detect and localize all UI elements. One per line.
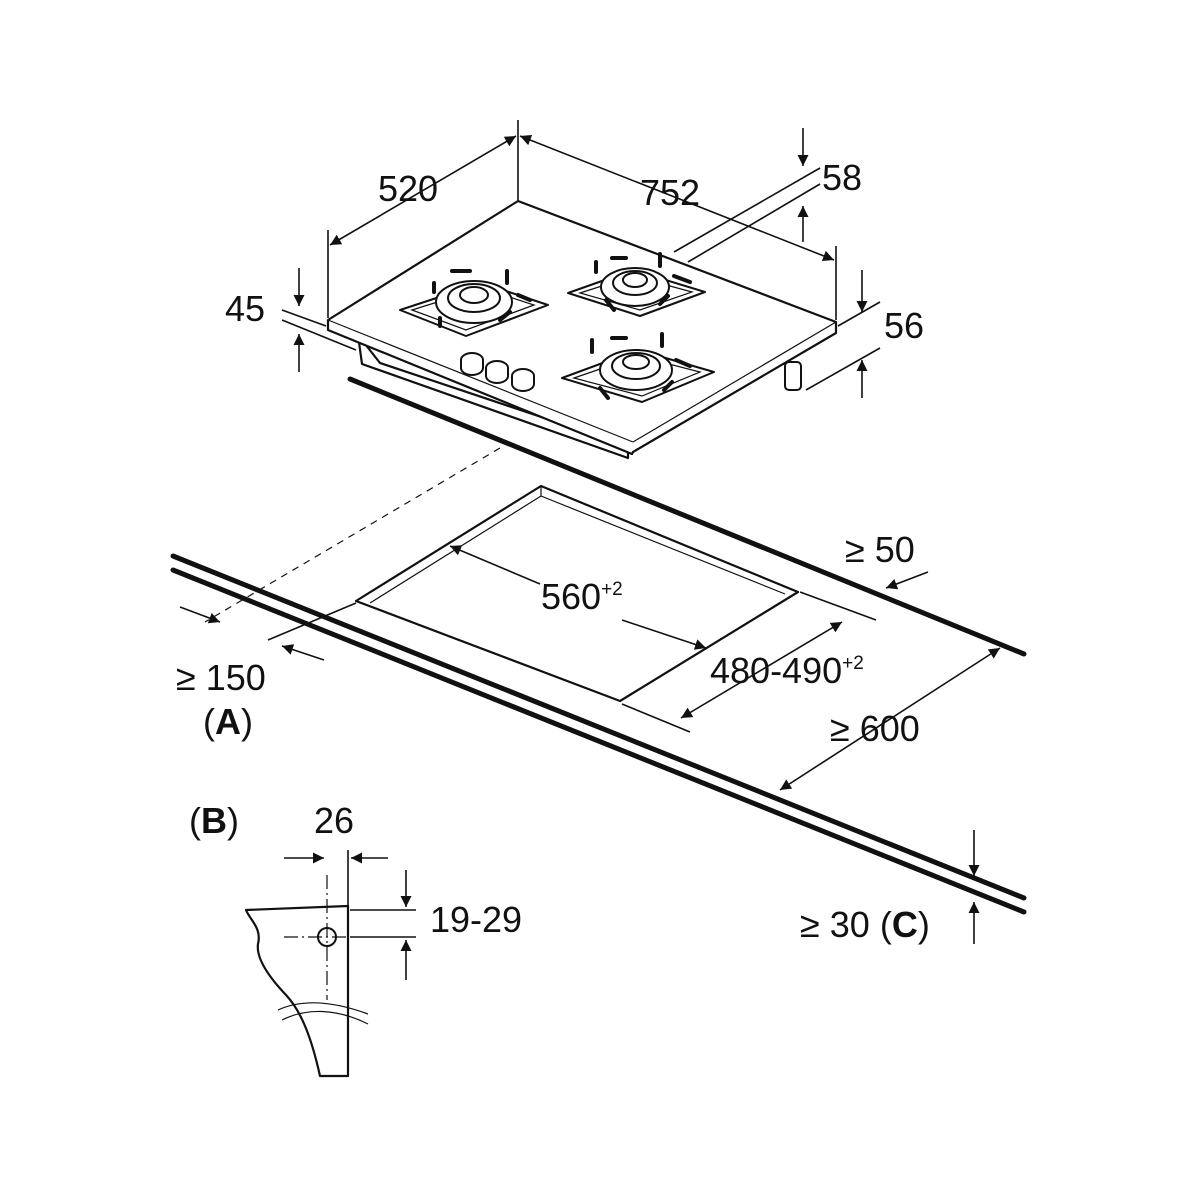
detail-width-label: 26 (314, 800, 354, 841)
rear-distance-label: ≥ 50 (845, 529, 915, 570)
cutout-depth-tolerance: +2 (842, 653, 864, 674)
worktop-thickness-value: ≥ 30 (800, 904, 870, 945)
detail-b-drawing (244, 850, 416, 1078)
cutout-width-label: 560+2 (541, 576, 623, 617)
callout-b: (B) (189, 800, 239, 841)
front-distance-label: ≥ 600 (830, 708, 920, 749)
hob-right-offset-label: 56 (884, 305, 924, 346)
hob-right-edge (632, 321, 837, 443)
cutout-dimensions (179, 545, 1001, 944)
callout-a: (A) (203, 701, 253, 742)
detail-height-label: 19-29 (430, 899, 522, 940)
hob-foot (784, 361, 802, 391)
worktop-front-edge-top (170, 553, 1027, 901)
hob-dimensions (281, 120, 881, 398)
hob-rear-offset-label: 58 (822, 157, 862, 198)
cutout-depth-label: 480-490+2 (710, 650, 864, 691)
cutout-width-value: 560 (541, 576, 601, 617)
clamp-bracket (244, 904, 350, 1078)
burner-left (399, 269, 549, 337)
worktop-front-edge-bottom (170, 567, 1027, 915)
hob-depth-label: 520 (378, 168, 438, 209)
callout-c-letter: C (892, 904, 918, 945)
worktop-rear-edge (347, 376, 1027, 657)
hob-glass-top (326, 199, 838, 456)
side-distance-label: ≥ 150 (176, 657, 266, 698)
callout-a-letter: A (215, 701, 241, 742)
hob-front-edge (327, 319, 634, 443)
cutout-width-tolerance: +2 (601, 579, 623, 600)
hob-drawing (326, 199, 838, 460)
callout-b-letter: B (201, 800, 227, 841)
control-knobs (460, 352, 535, 392)
burner-front (561, 332, 715, 403)
cutout-depth-value: 480-490 (710, 650, 842, 691)
worktop-thickness-label: ≥ 30 (C) (800, 904, 930, 945)
centre-line (204, 447, 501, 623)
hob-height-label: 45 (225, 288, 265, 329)
hob-width-label: 752 (640, 172, 700, 213)
worktop (170, 376, 1027, 915)
